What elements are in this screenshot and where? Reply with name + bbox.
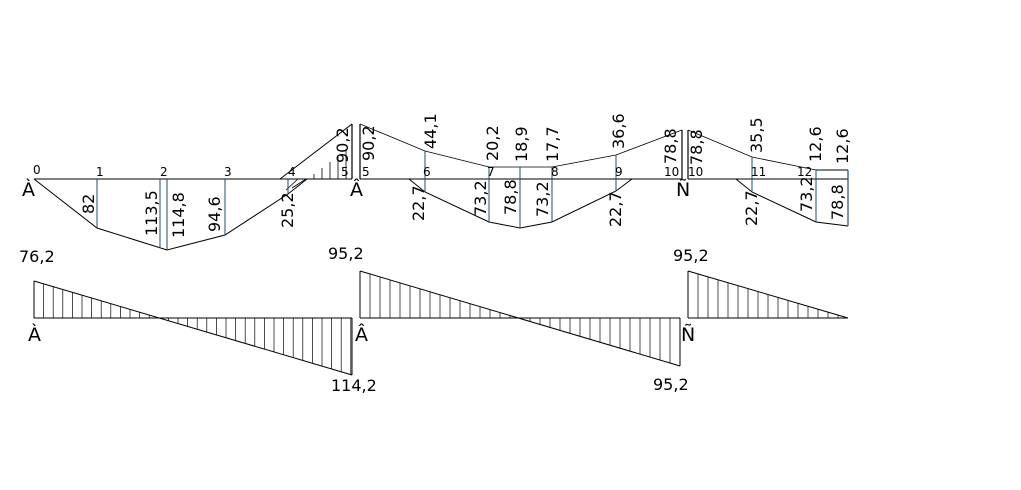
moment-value: 94,6 <box>205 196 224 232</box>
moment-value: 17,7 <box>543 126 562 162</box>
node-label: 6 <box>423 165 431 179</box>
moment-value: 78,8 <box>687 129 706 165</box>
moment-values-below: 82 113,5 114,8 94,6 25,2 22,7 73,2 78,8 … <box>79 176 847 238</box>
moment-value: 73,2 <box>533 181 552 217</box>
node-label: 7 <box>487 165 495 179</box>
moment-value: 78,8 <box>828 184 847 220</box>
moment-value: 113,5 <box>142 190 161 236</box>
support-label: Â <box>350 178 363 201</box>
moment-value: 18,9 <box>512 126 531 162</box>
shear-value: 95,2 <box>673 246 709 265</box>
node-label: 5 <box>341 165 349 179</box>
shear-hatch-span2 <box>369 273 671 364</box>
support-label: À <box>22 178 35 201</box>
moment-value: 22,7 <box>742 190 761 226</box>
shear-diagram: À Â Ñ 76,2 114,2 95,2 95,2 95,2 <box>19 244 849 395</box>
moment-value: 90,2 <box>359 125 378 161</box>
node-label: 5 <box>362 165 370 179</box>
moment-value: 90,2 <box>333 127 352 163</box>
moment-diagram: 0 1 2 3 4 5 5 6 7 8 9 10 10 11 12 À Â Ñ … <box>22 113 852 251</box>
moment-value: 25,2 <box>278 192 297 228</box>
moment-value: 22,7 <box>409 185 428 221</box>
moment-value: 44,1 <box>421 113 440 149</box>
shear-value: 76,2 <box>19 247 55 266</box>
node-label: 12 <box>797 165 812 179</box>
support-label: Â <box>355 323 368 346</box>
node-label: 10 <box>664 165 679 179</box>
moment-value: 22,7 <box>606 191 625 227</box>
moment-values-above: 90,2 90,2 44,1 20,2 18,9 17,7 36,6 78,8 … <box>333 113 852 165</box>
moment-value: 35,5 <box>747 117 766 153</box>
node-label: 2 <box>160 165 168 179</box>
node-label: 8 <box>551 165 559 179</box>
node-label: 11 <box>751 165 766 179</box>
moment-value: 36,6 <box>609 113 628 149</box>
moment-value: 73,2 <box>797 176 816 212</box>
moment-curve-span3-bottom <box>735 178 849 227</box>
moment-curve-span1 <box>33 178 308 251</box>
moment-value: 114,8 <box>169 192 188 238</box>
node-label: 4 <box>288 165 296 179</box>
moment-value: 12,6 <box>806 126 825 162</box>
moment-hatch-span1 <box>285 149 347 191</box>
node-label: 0 <box>33 163 41 177</box>
node-label: 9 <box>615 165 623 179</box>
moment-value: 78,8 <box>501 179 520 215</box>
moment-value: 78,8 <box>661 128 680 164</box>
moment-node-labels: 0 1 2 3 4 5 5 6 7 8 9 10 10 11 12 <box>33 163 812 179</box>
support-label: À <box>28 323 41 346</box>
shear-value: 114,2 <box>331 376 377 395</box>
moment-value: 82 <box>79 194 98 214</box>
shear-value: 95,2 <box>653 375 689 394</box>
support-label: Ñ <box>681 323 695 346</box>
moment-value: 20,2 <box>483 125 502 161</box>
shear-line-span1 <box>33 280 353 376</box>
node-label: 10 <box>688 165 703 179</box>
moment-ordinates <box>96 151 817 250</box>
node-label: 3 <box>224 165 232 179</box>
moment-curve-span1-hog <box>279 123 353 180</box>
shear-hatch-span1 <box>43 283 352 375</box>
shear-value: 95,2 <box>328 244 364 263</box>
moment-value: 12,6 <box>833 128 852 164</box>
moment-value: 73,2 <box>471 180 490 216</box>
shear-hatch-span3 <box>697 273 839 318</box>
node-label: 1 <box>96 165 104 179</box>
support-label: Ñ <box>676 178 690 201</box>
